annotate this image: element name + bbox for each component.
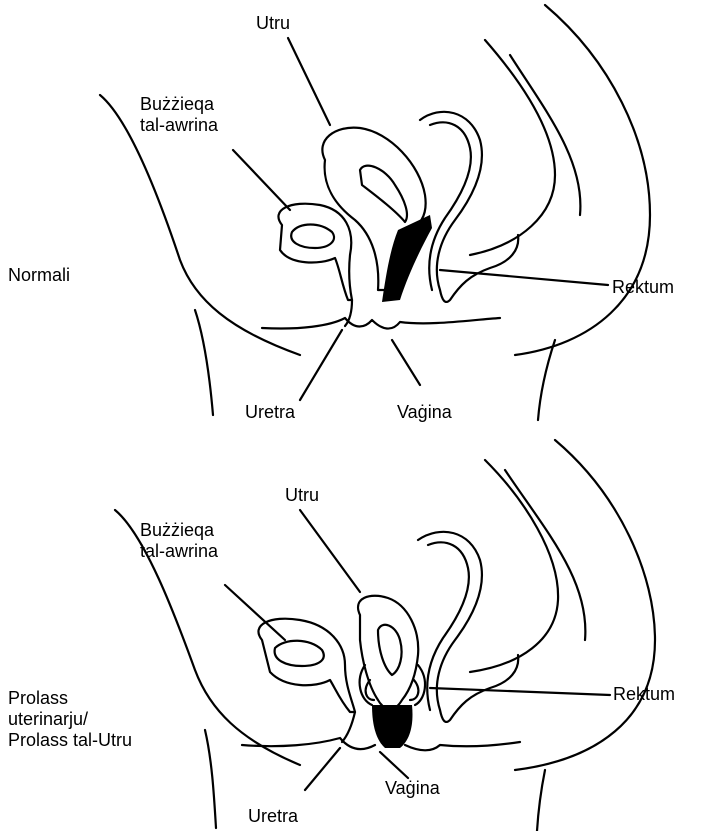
uterus-label: Utru bbox=[256, 13, 290, 34]
urethra-tube-2 bbox=[342, 712, 355, 742]
spine-curve-2 bbox=[510, 55, 580, 215]
bladder-label-2-line-2: tal-awrina bbox=[140, 541, 218, 562]
bladder-label-2-line-1: Bużżieqa bbox=[140, 520, 218, 541]
vagina-label: Vaġina bbox=[397, 402, 452, 423]
bladder-label-line-2: tal-awrina bbox=[140, 115, 218, 136]
vagina-fold-right bbox=[410, 665, 425, 705]
uterus-cavity bbox=[360, 166, 407, 222]
bladder-inner bbox=[291, 225, 334, 249]
rectum-shape-2 bbox=[418, 532, 518, 722]
vagina-leader-2 bbox=[380, 752, 408, 778]
urethra-label: Uretra bbox=[245, 402, 295, 423]
sacrum-outline bbox=[515, 5, 650, 355]
bladder-shape bbox=[278, 204, 352, 300]
bladder-leader-2 bbox=[225, 585, 285, 640]
sacrum-outline-2 bbox=[515, 440, 655, 770]
condition-label-normal: Normali bbox=[8, 265, 70, 286]
thigh-outline bbox=[195, 310, 213, 415]
condition-line-1: Prolass bbox=[8, 688, 132, 709]
uterus-label-2: Utru bbox=[285, 485, 319, 506]
thigh-outline-2 bbox=[205, 730, 216, 828]
vagina-leader bbox=[392, 340, 420, 385]
rectum-inner-2 bbox=[427, 542, 469, 710]
vagina-band bbox=[382, 215, 432, 302]
bladder-label: Bużżieqa tal-awrina bbox=[140, 94, 218, 136]
spine-curve-3 bbox=[470, 460, 558, 672]
vagina-label-2: Vaġina bbox=[385, 778, 440, 799]
condition-line-2: uterinarju/ bbox=[8, 709, 132, 730]
bladder-leader bbox=[233, 150, 290, 210]
buttock-outline bbox=[538, 340, 555, 420]
buttock-outline-2 bbox=[537, 770, 545, 831]
rectum-leader-2 bbox=[430, 688, 610, 695]
uterus-leader-2 bbox=[300, 510, 360, 592]
condition-label-prolapse: Prolass uterinarju/ Prolass tal-Utru bbox=[8, 688, 132, 751]
rectum-label: Rektum bbox=[612, 277, 674, 298]
urethra-tube bbox=[345, 300, 352, 326]
uterus-leader bbox=[288, 38, 330, 125]
vagina-band-2 bbox=[372, 705, 413, 748]
normal-anatomy bbox=[100, 5, 650, 420]
condition-line-3: Prolass tal-Utru bbox=[8, 730, 132, 751]
uterus-shape-2 bbox=[358, 596, 418, 709]
rectum-label-2: Rektum bbox=[613, 684, 675, 705]
urethra-label-2: Uretra bbox=[248, 806, 298, 827]
bladder-label-line-1: Bużżieqa bbox=[140, 94, 218, 115]
bladder-label-2: Bużżieqa tal-awrina bbox=[140, 520, 218, 562]
urethra-leader bbox=[300, 330, 342, 400]
pelvic-floor bbox=[262, 318, 500, 329]
bladder-inner-2 bbox=[275, 641, 324, 666]
urethra-leader-2 bbox=[305, 748, 340, 790]
uterus-cavity-2 bbox=[378, 625, 402, 675]
prolapse-anatomy bbox=[115, 440, 655, 831]
spine-curve bbox=[470, 40, 555, 255]
